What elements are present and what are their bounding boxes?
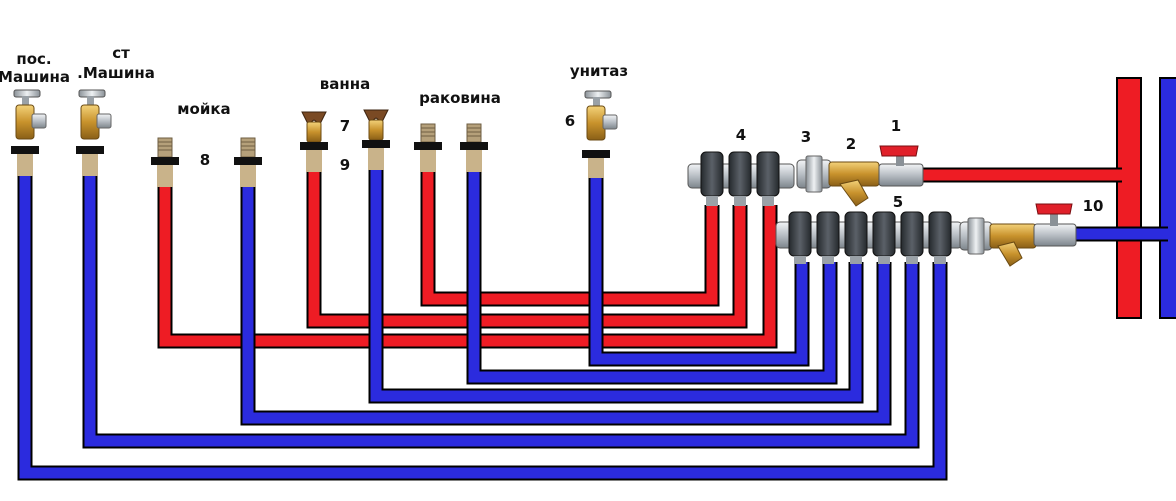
hot-manifold [687, 151, 795, 206]
label-rakovina: раковина [419, 89, 501, 107]
cold-manifold [775, 211, 963, 264]
hot-coupling [796, 155, 832, 193]
label-st-mashina-line2: .Машина [77, 64, 155, 82]
cold-manifold-valve [844, 211, 868, 264]
number-2: 2 [846, 135, 856, 153]
cold-manifold-valve [872, 211, 896, 264]
label-moika: мойка [177, 100, 230, 118]
angle-valve-unitaz [582, 90, 618, 178]
label-vanna: ванна [320, 75, 370, 93]
cold-manifold-valve [816, 211, 840, 264]
hot-ball-valve [878, 145, 924, 187]
label-pos-mashina-line1: пос. [16, 50, 51, 68]
cold-pipe-moika [240, 185, 892, 426]
cold-pipe-st-mashina [82, 175, 920, 449]
label-unitaz: унитаз [570, 62, 628, 80]
hot-manifold-valve [700, 151, 724, 206]
fitting-moika-cold [234, 137, 262, 187]
hot-riser [1116, 77, 1142, 319]
cold-manifold-valve [928, 211, 952, 264]
hot-filter [828, 161, 880, 207]
cold-filter [989, 223, 1037, 267]
cold-pipe-rakovina [466, 170, 838, 385]
angle-valve-st-mashina [76, 89, 112, 176]
risers [1116, 77, 1176, 319]
hot-manifold-valve [728, 151, 752, 206]
number-8: 8 [200, 151, 210, 169]
cold-manifold-valve [900, 211, 924, 264]
cold-pipes [17, 170, 1168, 481]
fitting-rakovina-cold [460, 123, 488, 172]
cold-ball-valve [1033, 203, 1077, 247]
cold-pipe-unitaz [588, 175, 810, 367]
hot-manifold-valve [756, 151, 780, 206]
hot-pipe-rakovina [420, 170, 720, 307]
angle-valve-pos-mashina [11, 89, 47, 176]
number-1: 1 [891, 117, 901, 135]
number-4: 4 [736, 126, 746, 144]
cold-pipe-vanna [368, 170, 864, 404]
number-10: 10 [1083, 197, 1104, 215]
hot-pipes [157, 167, 1122, 349]
cold-manifold-valve [788, 211, 812, 264]
tap-vanna-hot [300, 111, 328, 172]
number-6: 6 [565, 112, 575, 130]
fitting-moika-hot [151, 137, 179, 187]
label-pos-mashina-line2: Машина [0, 68, 70, 86]
cold-pipe-pos-mashina [17, 175, 948, 481]
hot-pipe-vanna [306, 170, 748, 329]
number-3: 3 [801, 128, 811, 146]
number-9: 9 [340, 156, 350, 174]
label-st-mashina-line1: ст [112, 44, 130, 62]
cold-riser [1159, 77, 1176, 319]
number-5: 5 [893, 193, 903, 211]
cold-coupling [959, 217, 993, 255]
fitting-rakovina-hot [414, 123, 442, 172]
tap-vanna-cold [362, 109, 390, 170]
number-7: 7 [340, 117, 350, 135]
